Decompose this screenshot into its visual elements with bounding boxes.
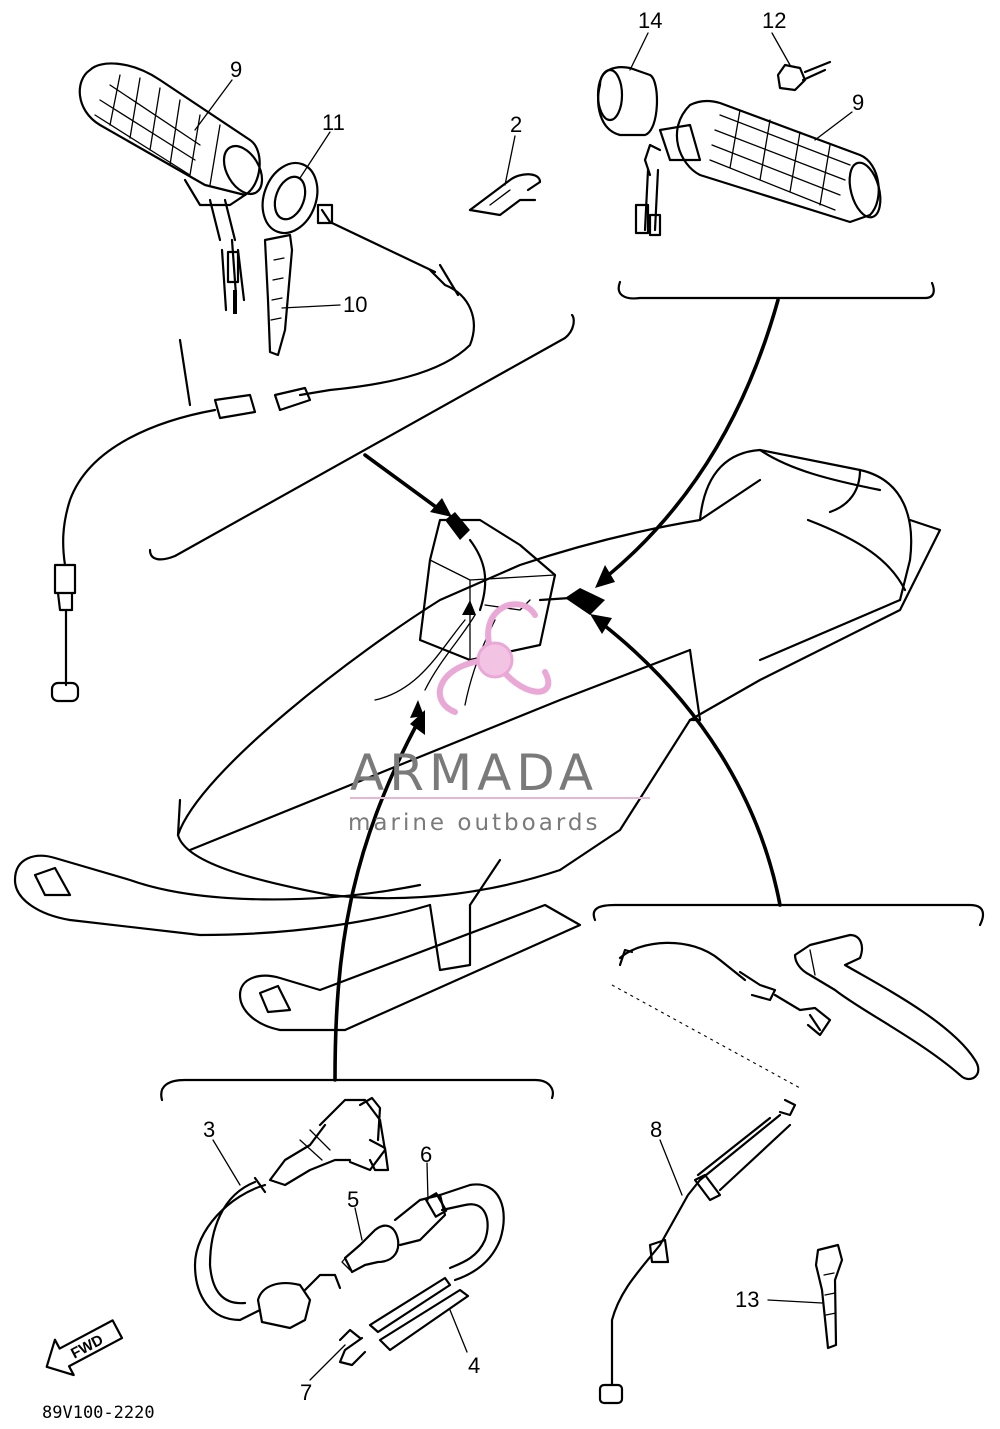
dash-line xyxy=(611,984,801,1089)
throttle-cable xyxy=(50,203,475,703)
cap-14 xyxy=(596,66,659,137)
arrow-bottom-left xyxy=(333,720,420,1082)
callout-4: 4 xyxy=(468,1353,480,1378)
callout-7: 7 xyxy=(300,1380,312,1405)
key-switch-3 xyxy=(193,1096,390,1330)
callout-9-left: 9 xyxy=(230,57,242,82)
collar-11 xyxy=(261,161,319,235)
ski-left xyxy=(13,854,432,937)
clip-2 xyxy=(468,173,542,217)
callout-5: 5 xyxy=(347,1187,359,1212)
callout-2: 2 xyxy=(510,112,522,137)
callout-13: 13 xyxy=(735,1287,759,1312)
callout-9-right: 9 xyxy=(852,90,864,115)
brake-cable-8 xyxy=(598,1098,797,1405)
propeller-logo-icon xyxy=(436,601,552,715)
watermark: ARMADA marine outboards xyxy=(348,601,650,836)
bracket-top-right xyxy=(617,280,935,300)
callout-12: 12 xyxy=(762,8,786,33)
grip-left xyxy=(78,62,264,314)
grip-right xyxy=(634,99,882,237)
leader-lines xyxy=(194,32,853,1381)
choke-cable-6 xyxy=(393,1183,505,1282)
band-10 xyxy=(263,233,294,357)
arrow-bottom-right xyxy=(598,620,782,907)
console-wiring xyxy=(374,512,605,718)
bracket-bottom-left xyxy=(160,1078,554,1102)
ski-right xyxy=(238,903,582,1032)
brake-lever xyxy=(793,933,980,1081)
callout-6: 6 xyxy=(420,1142,432,1167)
callout-labels: 9 11 2 10 14 12 9 3 6 5 4 7 8 13 xyxy=(203,8,864,1405)
callout-10: 10 xyxy=(343,292,367,317)
callout-8: 8 xyxy=(650,1117,662,1142)
tube-4 xyxy=(338,1276,470,1367)
snowmobile-body xyxy=(176,448,942,972)
diagram-code: 89V100-2220 xyxy=(42,1403,155,1423)
bracket-top-left xyxy=(148,313,575,561)
watermark-title: ARMADA xyxy=(350,744,598,802)
band-13 xyxy=(814,1243,844,1350)
fwd-arrow: FWD xyxy=(45,1319,124,1377)
screw-12 xyxy=(776,60,832,92)
bracket-bottom-right xyxy=(592,903,985,927)
arrow-top-right xyxy=(603,298,780,580)
choke-knob-5 xyxy=(341,1224,400,1274)
arrow-top-left xyxy=(363,453,442,512)
callout-14: 14 xyxy=(638,8,662,33)
callout-11: 11 xyxy=(322,110,345,135)
brake-cable-upper xyxy=(618,941,832,1037)
callout-3: 3 xyxy=(203,1117,215,1142)
watermark-subtitle: marine outboards xyxy=(348,810,600,836)
fwd-label: FWD xyxy=(68,1331,106,1362)
